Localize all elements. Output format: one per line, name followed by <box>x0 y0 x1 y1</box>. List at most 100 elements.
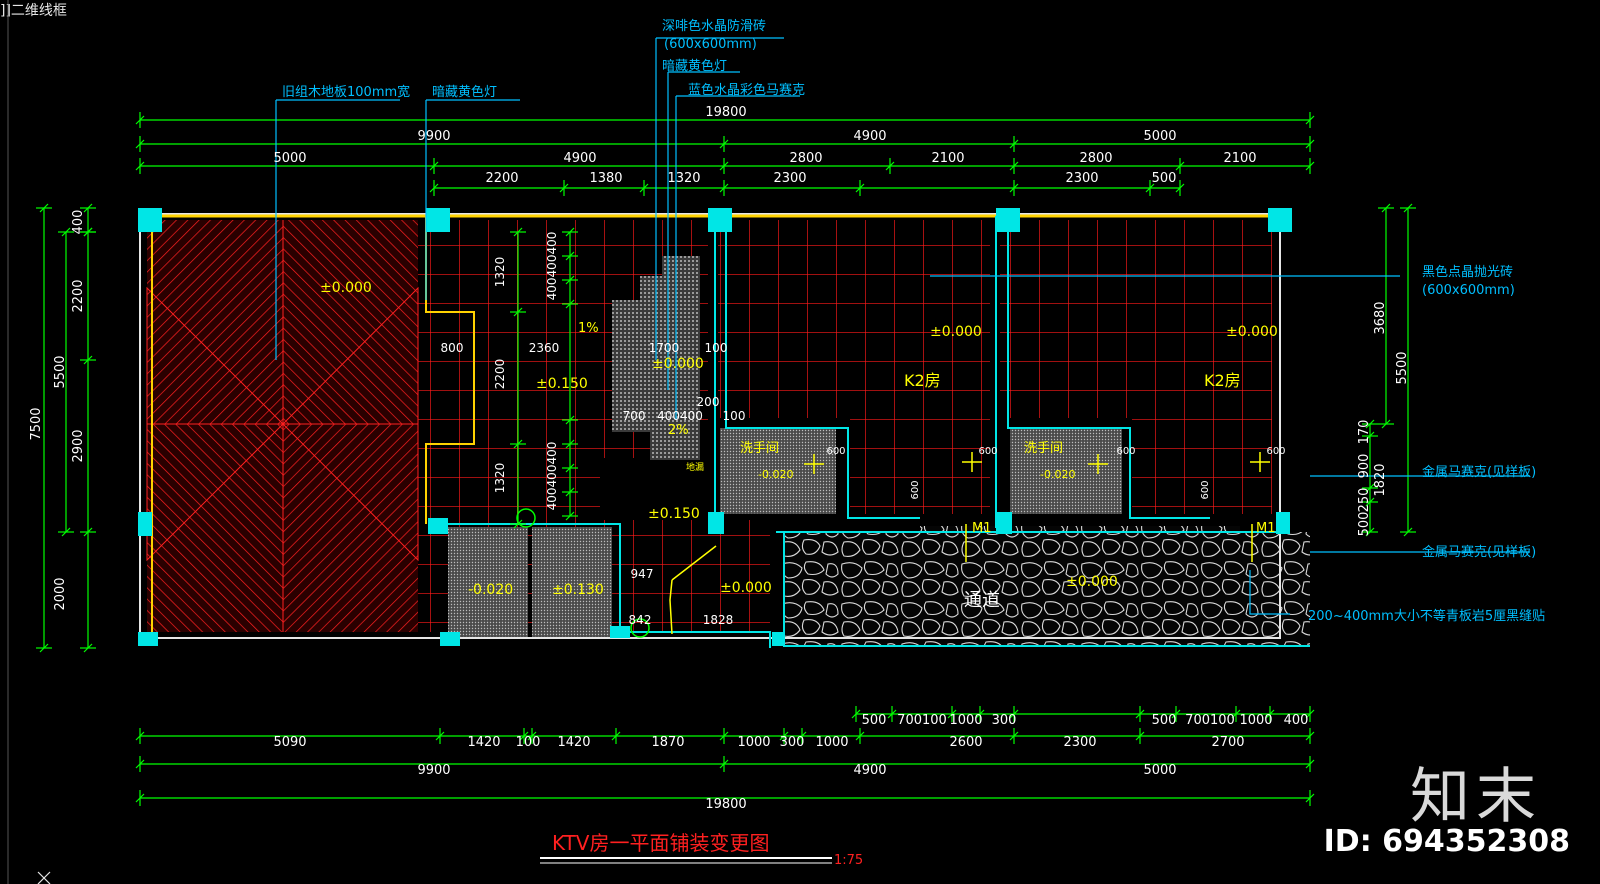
dim-label: 100 <box>723 409 746 423</box>
dimension-line <box>1305 115 1315 125</box>
dim-label: 1420 <box>557 735 590 750</box>
dimension-line <box>513 307 523 317</box>
dimension-line <box>519 731 529 741</box>
dimension-line <box>797 731 807 741</box>
dimension-line <box>1365 431 1375 441</box>
ucs-icon <box>37 871 51 884</box>
room-names: K2房 K2房 洗手间 洗手间 通道 M1 M1 1% 2% 地漏 <box>578 321 1276 611</box>
level-mark: -0.020 <box>468 582 513 598</box>
dim-label: 9900 <box>417 763 450 778</box>
dimension-line <box>1175 161 1185 171</box>
dim-label: 5500 <box>53 355 68 388</box>
viewport-label[interactable]: ]]二维线框 <box>0 3 67 19</box>
dimension-line <box>61 227 71 237</box>
dim-label: 2200 <box>485 171 518 186</box>
dim-label: 1000 <box>815 735 848 750</box>
dimension-line <box>1009 183 1019 193</box>
dim-label: 300 <box>992 713 1017 728</box>
dimension-line <box>135 793 145 803</box>
dim-label: 2700 <box>1211 735 1244 750</box>
dimension-line <box>1009 731 1019 741</box>
dim-label: 5000 <box>1143 763 1176 778</box>
dim-label: 100 <box>705 341 728 355</box>
dim-label: 5000 <box>273 151 306 166</box>
dim-label: 1000 <box>737 735 770 750</box>
door-tag-a: M1 <box>972 521 992 536</box>
dimension-line <box>639 183 649 193</box>
dimension-line <box>1171 709 1181 719</box>
dimension-line <box>1009 709 1019 719</box>
mosaic-label: 蓝色水晶彩色马赛克 <box>688 82 805 98</box>
dim-label: 1380 <box>589 171 622 186</box>
dimension-line <box>513 519 523 529</box>
dim-label: 5000 <box>1143 129 1176 144</box>
dimension-line <box>1365 527 1375 537</box>
level-mark: ±0.000 <box>1066 574 1118 590</box>
dimension-line <box>1145 183 1155 193</box>
dimension-text-right: 3680 5500 170 900 1820 250 500 <box>1357 301 1410 536</box>
annotations: 旧组木地板100mm宽 暗藏黄色灯 深啡色水晶防滑砖 (600x600mm) 暗… <box>282 18 1545 624</box>
room-name-corridor: 通道 <box>964 590 1000 611</box>
hidden-light-label: 暗藏黄色灯 <box>432 84 497 100</box>
dimension-line <box>1305 139 1315 149</box>
watermark-logo: 知末 <box>1410 762 1542 832</box>
dimension-line <box>1365 483 1375 493</box>
level-mark: -0.020 <box>758 468 793 481</box>
dim-label: 842 <box>629 613 652 627</box>
dim-label: 1320 <box>493 257 507 288</box>
dimension-text-inner: 1320 2200 1320 400400400 400400400 800 2… <box>441 232 1286 627</box>
crystal-tile-label: 深啡色水晶防滑砖 <box>662 18 766 34</box>
dimension-line <box>855 183 865 193</box>
dimension-line <box>83 203 93 213</box>
dimension-line <box>719 731 729 741</box>
dimension-line <box>39 643 49 653</box>
dimension-line <box>719 759 729 769</box>
dim-label: 2100 <box>1223 151 1256 166</box>
dim-label: 700100 <box>897 713 947 728</box>
dimension-line <box>1403 527 1413 537</box>
dim-label: 900 <box>1357 454 1372 479</box>
hidden-light-label-2: 暗藏黄色灯 <box>662 58 727 74</box>
dim-label: 600 <box>910 480 921 499</box>
dimension-line <box>1231 709 1241 719</box>
dim-label: 250 <box>1357 488 1372 513</box>
dimension-line <box>565 439 575 449</box>
dimension-line <box>1009 139 1019 149</box>
dimension-line <box>513 439 523 449</box>
level-mark: ±0.150 <box>536 376 588 392</box>
level-mark: ±0.000 <box>320 280 372 296</box>
fixture-marks <box>516 452 1270 638</box>
dim-label: 2200 <box>71 279 86 312</box>
dimension-line <box>1305 793 1315 803</box>
dimension-line <box>1135 731 1145 741</box>
dim-label: 800 <box>441 341 464 355</box>
dimension-line <box>429 183 439 193</box>
door-tag-b: M1 <box>1256 521 1276 536</box>
dim-label: 600 <box>1200 480 1211 499</box>
dim-label: 9900 <box>417 129 450 144</box>
dim-label: 500 <box>862 713 887 728</box>
dimension-line <box>1305 759 1315 769</box>
polished-tile-label: 黑色点晶抛光砖 <box>1422 264 1513 280</box>
level-mark: ±0.000 <box>720 580 772 596</box>
dimension-line <box>83 355 93 365</box>
room-name-k2-a: K2房 <box>904 371 941 390</box>
dimension-line <box>135 759 145 769</box>
dimension-line <box>135 731 145 741</box>
dim-label: 4900 <box>853 763 886 778</box>
dimension-line <box>887 709 897 719</box>
dim-label: 2300 <box>1063 735 1096 750</box>
dimension-line <box>565 487 575 497</box>
dim-label: 2200 <box>493 359 507 390</box>
dim-label: 400400400 <box>545 232 559 301</box>
dim-label: 5090 <box>273 735 306 750</box>
dim-label: 2000 <box>53 577 68 610</box>
dim-label: 4900 <box>853 129 886 144</box>
dim-label: 2800 <box>1079 151 1112 166</box>
dim-label: 3680 <box>1373 301 1388 334</box>
dimension-line <box>611 731 621 741</box>
corridor-slate-area <box>784 526 1310 646</box>
dimension-line <box>135 115 145 125</box>
dimension-line <box>719 161 729 171</box>
